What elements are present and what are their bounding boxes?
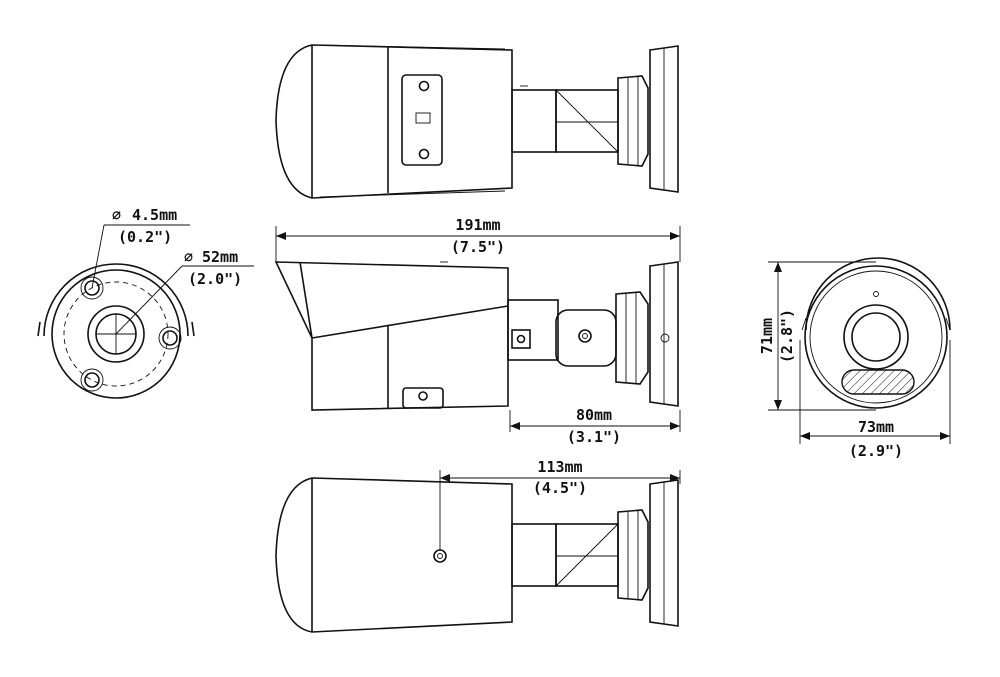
width-dimension xyxy=(799,340,951,444)
width-label: 73mm (2.9") xyxy=(849,418,903,460)
overall-length-dimension xyxy=(275,226,681,262)
circle-diameter-label: ∅ 52mm (2.0") xyxy=(184,248,242,288)
height-dimension xyxy=(768,261,876,411)
circle-imperial: (2.0") xyxy=(188,270,242,288)
diameter-symbol: ∅ xyxy=(184,248,193,266)
screw-icon xyxy=(418,80,430,92)
width-imperial: (2.9") xyxy=(849,442,903,460)
width-metric: 73mm xyxy=(858,418,894,436)
height-imperial: (2.8") xyxy=(778,309,796,363)
circle-metric: 52mm xyxy=(202,248,238,266)
ir-window xyxy=(841,369,915,395)
height-label: 71mm (2.8") xyxy=(758,309,796,363)
rear-housing xyxy=(804,265,948,409)
lens xyxy=(851,312,901,362)
hole-metric: 4.5mm xyxy=(132,206,177,224)
body-length-label: 113mm (4.5") xyxy=(533,458,587,497)
mount-hole xyxy=(84,280,100,296)
card-slot-icon xyxy=(415,112,431,124)
top-view xyxy=(275,44,679,199)
screw-icon xyxy=(433,549,447,563)
mount-view xyxy=(37,224,254,399)
overall-length-imperial: (7.5") xyxy=(451,238,505,256)
rear-view xyxy=(801,257,951,409)
diameter-symbol: ∅ xyxy=(112,206,121,224)
top-hatch xyxy=(401,74,443,166)
bracket-length-dimension xyxy=(509,410,681,432)
body-length-dimension xyxy=(439,470,681,550)
screw-icon xyxy=(418,148,430,160)
side-view xyxy=(274,261,679,411)
body-length-metric: 113mm xyxy=(537,458,582,476)
overall-length-label: 191mm (7.5") xyxy=(451,216,505,256)
lens-ring xyxy=(843,304,909,370)
hole-imperial: (0.2") xyxy=(118,228,172,246)
height-metric: 71mm xyxy=(758,318,776,354)
bracket-length-label: 80mm (3.1") xyxy=(567,406,621,446)
bracket-length-metric: 80mm xyxy=(576,406,612,424)
bracket-length-imperial: (3.1") xyxy=(567,428,621,446)
bottom-view xyxy=(275,477,679,633)
hole-diameter-label: ∅ 4.5mm (0.2") xyxy=(112,206,177,246)
overall-length-metric: 191mm xyxy=(455,216,500,234)
mount-hole xyxy=(162,330,178,346)
body-length-imperial: (4.5") xyxy=(533,479,587,497)
mount-hole xyxy=(84,372,100,388)
